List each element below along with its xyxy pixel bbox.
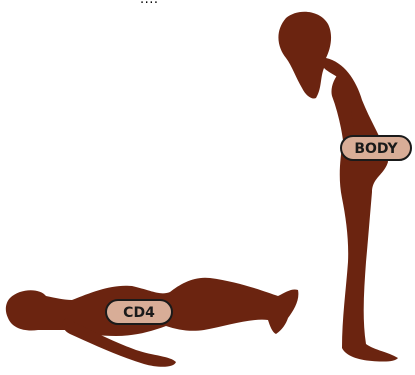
standing-figure [278,12,398,362]
body-label: BODY [354,141,398,157]
cd4-label: CD4 [123,305,155,321]
body-label-tag: BODY [341,136,411,160]
standing-silhouette [278,12,398,362]
cd4-label-tag: CD4 [106,300,172,324]
